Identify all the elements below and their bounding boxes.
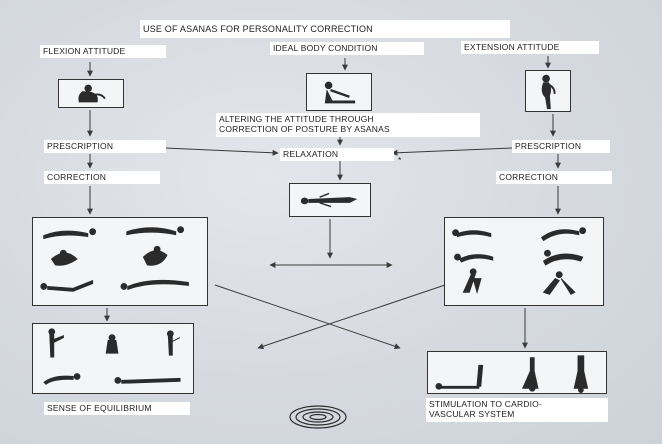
asterisk-mark: * <box>398 155 402 165</box>
sense-of-equilibrium-label: SENSE OF EQUILIBRIUM <box>44 402 190 415</box>
flexion-correction-asanas-panel <box>32 217 208 306</box>
inversion-asanas-panel <box>427 351 607 394</box>
stimulation-cardiovascular-box: STIMULATION TO CARDIO- VASCULAR SYSTEM <box>426 398 608 422</box>
seated-stretch-icon <box>324 81 356 104</box>
balancing-poses-icon <box>43 328 181 385</box>
altering-line-2: CORRECTION OF POSTURE BY ASANAS <box>219 124 390 134</box>
back-bend-asanas-icon <box>452 227 587 295</box>
arrow-left-prescription-to-relaxation <box>164 147 279 156</box>
arrow-right-prescription-to-relaxation <box>391 147 513 156</box>
arrow-cross-right-to-left <box>257 284 446 350</box>
flexion-attitude-label: FLEXION ATTITUDE <box>40 45 166 58</box>
decorative-emblem <box>287 404 349 430</box>
diagram-title: USE OF ASANAS FOR PERSONALITY CORRECTION <box>140 20 510 38</box>
stimulation-line-1: STIMULATION TO CARDIO- <box>429 399 543 409</box>
forward-bend-asanas-icon <box>40 226 189 292</box>
flexion-posture-image <box>58 79 124 108</box>
altering-attitude-box: ALTERING THE ATTITUDE THROUGH CORRECTION… <box>216 113 480 137</box>
balance-asanas-panel <box>32 323 194 394</box>
ornament-icon <box>289 405 347 429</box>
altering-line-1: ALTERING THE ATTITUDE THROUGH <box>219 114 374 124</box>
relaxation-pose-image <box>289 183 371 217</box>
ideal-posture-image <box>306 73 372 111</box>
standing-backbend-icon <box>541 74 556 110</box>
extension-attitude-label: EXTENSION ATTITUDE <box>461 41 599 54</box>
arrow-cross-left-to-right <box>214 284 401 350</box>
stimulation-line-2: VASCULAR SYSTEM <box>429 409 515 419</box>
relaxation-label: RELAXATION <box>280 148 394 161</box>
extension-posture-image <box>525 70 571 112</box>
prescription-right-label: PRESCRIPTION <box>512 140 610 153</box>
extension-correction-asanas-panel <box>444 217 604 306</box>
correction-left-label: CORRECTION <box>44 171 160 184</box>
correction-right-label: CORRECTION <box>496 171 612 184</box>
prescription-left-label: PRESCRIPTION <box>44 140 166 153</box>
lying-pose-icon <box>300 192 358 208</box>
ideal-body-condition-label: IDEAL BODY CONDITION <box>270 42 424 55</box>
hunched-figure-icon <box>78 84 106 103</box>
inversion-poses-icon <box>435 355 589 393</box>
